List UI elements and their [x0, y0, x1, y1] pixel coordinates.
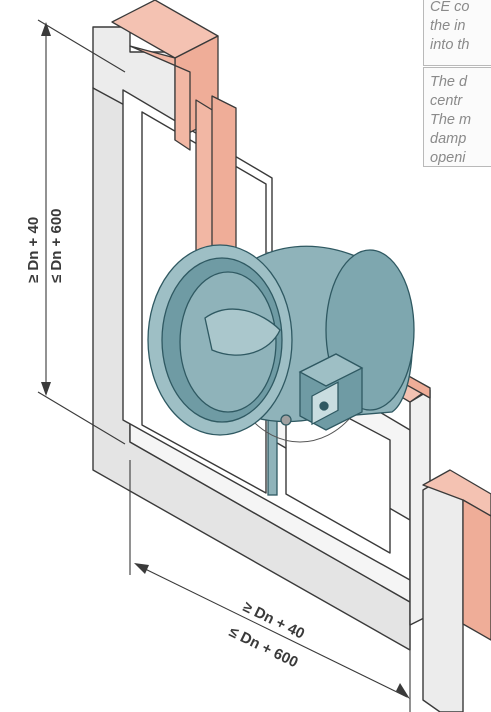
vertical-arrow-bottom — [41, 382, 51, 396]
fire-damper — [147, 244, 415, 496]
vertical-extension-top — [37, 19, 126, 73]
note-1-line-1: CE co — [430, 0, 470, 15]
vertical-min-label: ≥ Dn + 40 — [25, 217, 42, 283]
note-box-damper: The d centr The m damp openi — [423, 67, 491, 167]
actuator-top — [298, 353, 364, 387]
actuator-knob — [319, 401, 329, 411]
note-2-line-2: centr — [430, 93, 463, 109]
opening-panel-right — [285, 384, 391, 554]
damper-blade — [204, 308, 281, 356]
note-2-line-3: The m — [430, 112, 472, 128]
horizontal-arrow-right — [396, 683, 410, 699]
note-2-line-5: openi — [430, 150, 466, 166]
brick-lower-top — [422, 469, 491, 517]
vertical-max-label: ≤ Dn + 600 — [48, 208, 65, 283]
horizontal-arrow-left — [134, 563, 149, 574]
note-1-line-3: into th — [430, 37, 470, 53]
note-1-line-2: the in — [430, 18, 466, 34]
brick-lower-face — [462, 499, 491, 641]
fusible-link-icon — [280, 414, 292, 426]
brick-top-side — [129, 45, 191, 151]
vertical-arrow-top — [41, 22, 51, 36]
dimension-vertical — [37, 19, 126, 445]
note-2-line-4: damp — [430, 131, 467, 147]
horizontal-dimension-line — [136, 564, 408, 698]
wall-lower-return — [422, 479, 464, 712]
note-2-line-1: The d — [430, 74, 468, 90]
mounting-rail-bottom — [267, 416, 278, 496]
dimension-horizontal — [129, 460, 411, 712]
note-box-ce: CE co the in into th — [423, 0, 491, 66]
vertical-extension-bottom — [37, 391, 126, 445]
